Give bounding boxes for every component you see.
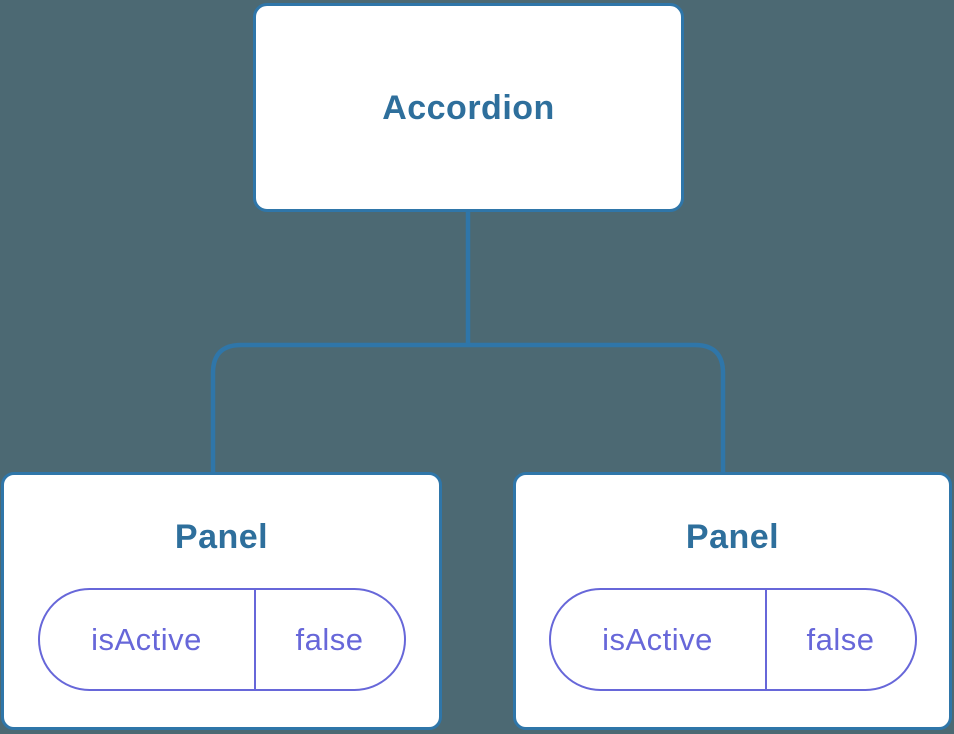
panel-node-label: Panel — [174, 518, 269, 556]
accordion-node: Accordion — [253, 3, 684, 212]
state-key-label: isActive — [91, 621, 202, 657]
state-value-label: false — [253, 590, 404, 689]
panel-node-right: Panel isActive false — [513, 472, 952, 730]
state-value-label: false — [764, 590, 915, 689]
panel-node-label: Panel — [685, 518, 780, 556]
state-pill: isActive false — [548, 588, 917, 691]
accordion-node-label: Accordion — [382, 88, 555, 127]
panel-node-left: Panel isActive false — [1, 472, 442, 730]
branch-bracket-line — [210, 342, 726, 473]
state-pill: isActive false — [37, 588, 406, 691]
state-key-label: isActive — [602, 621, 713, 657]
